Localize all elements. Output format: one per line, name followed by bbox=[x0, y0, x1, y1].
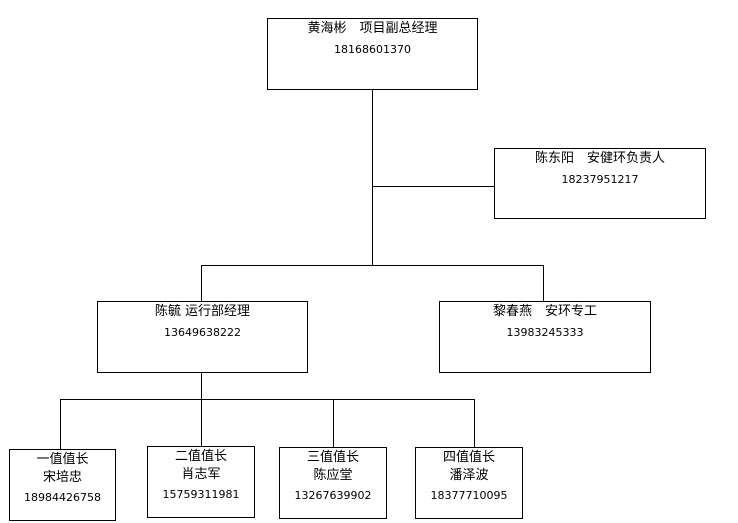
node-deputy-general-manager: 黄海彬 项目副总经理 18168601370 bbox=[267, 18, 478, 90]
connector-to-shift-1 bbox=[60, 399, 61, 449]
node-phone: 13649638222 bbox=[164, 326, 241, 339]
connector-to-shift-4 bbox=[474, 399, 475, 447]
node-phone: 15759311981 bbox=[162, 488, 240, 501]
node-title: 黎春燕 安环专工 bbox=[492, 304, 597, 319]
node-name: 宋培忠 bbox=[42, 470, 82, 485]
node-safety-head: 陈东阳 安健环负责人 18237951217 bbox=[494, 148, 706, 219]
connector-to-safety-head bbox=[372, 186, 494, 187]
connector-to-shift-3 bbox=[333, 399, 334, 447]
node-shift: 四值值长 bbox=[442, 450, 495, 465]
node-shift: 二值值长 bbox=[174, 449, 227, 464]
connector-to-safety-specialist bbox=[543, 265, 544, 301]
connector-to-operations-manager bbox=[201, 265, 202, 301]
node-operations-manager: 陈毓 运行部经理 13649638222 bbox=[97, 301, 308, 373]
node-shift-leader-2: 二值值长 肖志军 15759311981 bbox=[147, 446, 255, 518]
node-shift-leader-3: 三值值长 陈应堂 13267639902 bbox=[279, 447, 387, 519]
connector-branch-horizontal bbox=[201, 265, 544, 266]
node-shift-leader-4: 四值值长 潘泽波 18377710095 bbox=[415, 447, 523, 519]
node-phone: 18377710095 bbox=[430, 489, 508, 502]
node-safety-specialist: 黎春燕 安环专工 13983245333 bbox=[439, 301, 651, 373]
node-title: 黄海彬 项目副总经理 bbox=[307, 21, 438, 36]
node-name: 潘泽波 bbox=[449, 468, 489, 483]
node-title: 陈东阳 安健环负责人 bbox=[534, 151, 665, 166]
node-shift-leader-1: 一值值长 宋培忠 18984426758 bbox=[9, 449, 116, 521]
connector-shifts-horizontal bbox=[60, 399, 475, 400]
node-phone: 13267639902 bbox=[294, 489, 372, 502]
node-name: 陈应堂 bbox=[313, 468, 353, 483]
connector-manager-to-shifts bbox=[201, 372, 202, 446]
node-phone: 18984426758 bbox=[24, 491, 101, 504]
node-shift: 一值值长 bbox=[36, 452, 89, 467]
node-shift: 三值值长 bbox=[306, 450, 359, 465]
node-title: 陈毓 运行部经理 bbox=[154, 304, 251, 319]
node-phone: 13983245333 bbox=[506, 326, 584, 339]
connector-top-to-branch bbox=[372, 89, 373, 265]
node-phone: 18168601370 bbox=[334, 43, 411, 56]
node-phone: 18237951217 bbox=[561, 173, 639, 186]
node-name: 肖志军 bbox=[181, 467, 221, 482]
